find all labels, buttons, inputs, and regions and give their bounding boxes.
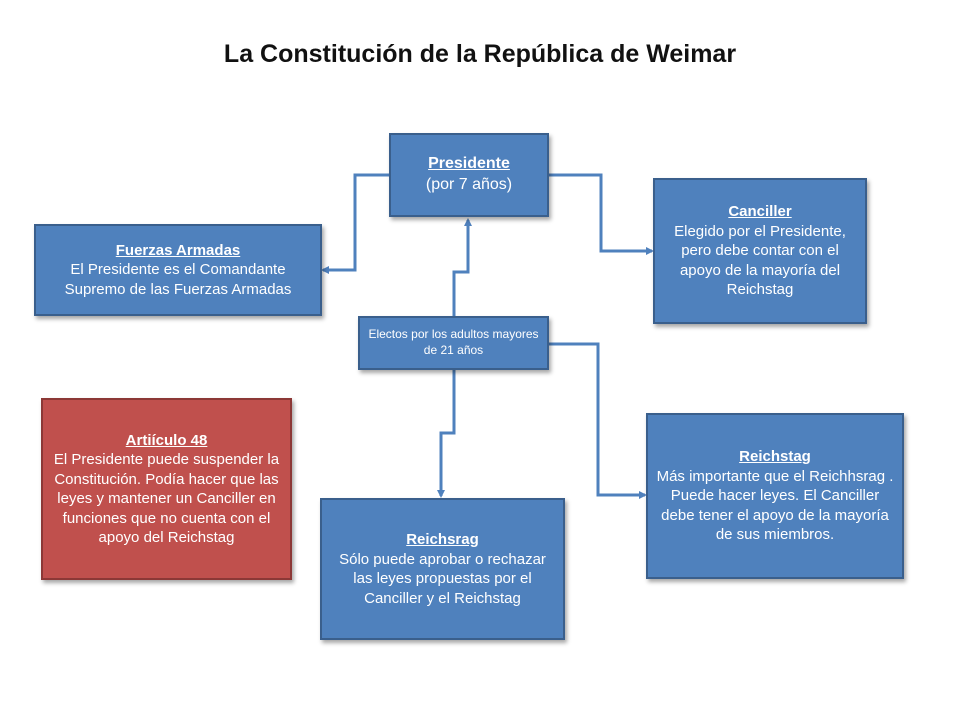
arrow-presidente-to-fuerzas <box>321 173 389 274</box>
arrow-electos-to-presidente <box>452 218 472 316</box>
electos-text: Electos por los adultos mayores de 21 añ… <box>368 327 539 357</box>
reichstag-text: Más importante que el Reichhsrag . Puede… <box>656 467 894 544</box>
box-electos: Electos por los adultos mayores de 21 añ… <box>358 316 549 370</box>
box-canciller: Canciller Elegido por el Presidente, per… <box>653 178 867 324</box>
articulo-48-text: El Presidente puede suspender la Constit… <box>53 451 280 546</box>
canciller-heading: Canciller <box>728 203 792 221</box>
reichstag-heading: Reichstag <box>739 448 811 466</box>
articulo-48-heading: Artiículo 48 <box>125 431 208 449</box>
box-fuerzas-armadas: Fuerzas Armadas El Presidente es el Coma… <box>34 224 322 316</box>
box-reichstag: Reichstag Más importante que el Reichhsr… <box>646 413 904 579</box>
box-articulo-48: Artiículo 48 El Presidente puede suspend… <box>41 398 292 580</box>
presidente-heading: Presidente <box>428 155 510 173</box>
presidente-text: (por 7 años) <box>425 176 513 193</box>
fuerzas-armadas-heading: Fuerzas Armadas <box>115 241 241 259</box>
arrow-electos-to-reichsrag <box>437 370 456 498</box>
canciller-text: Elegido por el Presidente, pero debe con… <box>674 222 846 299</box>
box-presidente: Presidente (por 7 años) <box>389 133 549 217</box>
box-reichsrag: Reichsrag Sólo puede aprobar o rechazar … <box>320 498 565 640</box>
reichsrag-text: Sólo puede aprobar o rechazar las leyes … <box>339 550 546 607</box>
arrow-electos-to-reichstag <box>549 342 647 499</box>
reichsrag-heading: Reichsrag <box>406 531 479 548</box>
arrow-presidente-to-canciller <box>549 173 654 255</box>
page-title: La Constitución de la República de Weima… <box>223 40 737 68</box>
fuerzas-armadas-text: El Presidente es el Comandante Supremo d… <box>64 261 292 298</box>
